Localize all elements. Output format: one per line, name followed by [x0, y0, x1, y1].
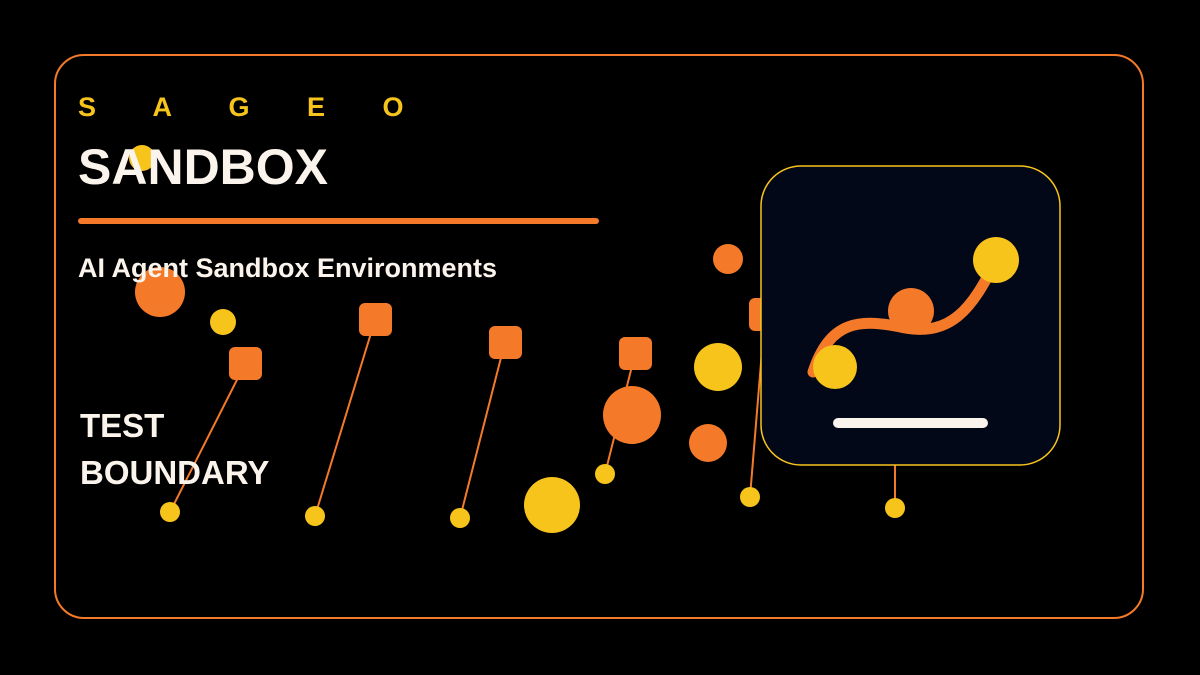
orange-square [619, 337, 652, 370]
yellow-dot [305, 506, 325, 526]
orange-dot [603, 386, 661, 444]
connector-line [169, 363, 246, 513]
agent-path-card-icon [760, 165, 1061, 466]
orange-square [229, 347, 262, 380]
path-node-yellow [973, 237, 1019, 283]
orange-dot [135, 267, 185, 317]
yellow-dot [450, 508, 470, 528]
connector-line [459, 341, 506, 519]
yellow-dot [885, 498, 905, 518]
orange-dot [689, 424, 727, 462]
yellow-dot [694, 343, 742, 391]
brand-wordmark: S A G E O [78, 92, 429, 122]
page-title: SANDBOX [78, 139, 329, 195]
card-baseline [833, 418, 988, 428]
yellow-dot [740, 487, 760, 507]
yellow-dot [129, 145, 155, 171]
label-line-1: TEST [80, 407, 165, 444]
yellow-dot [210, 309, 236, 335]
orange-square [359, 303, 392, 336]
outer-frame [54, 54, 1144, 619]
connector-line [314, 319, 376, 517]
path-node-orange [888, 288, 934, 334]
label-line-2: BOUNDARY [80, 454, 270, 491]
orange-square [489, 326, 522, 359]
yellow-dot [595, 464, 615, 484]
orange-dot [713, 244, 743, 274]
title-divider [78, 218, 599, 224]
yellow-dot [160, 502, 180, 522]
path-node-yellow [813, 345, 857, 389]
yellow-dot [524, 477, 580, 533]
page-subtitle: AI Agent Sandbox Environments [78, 253, 498, 283]
